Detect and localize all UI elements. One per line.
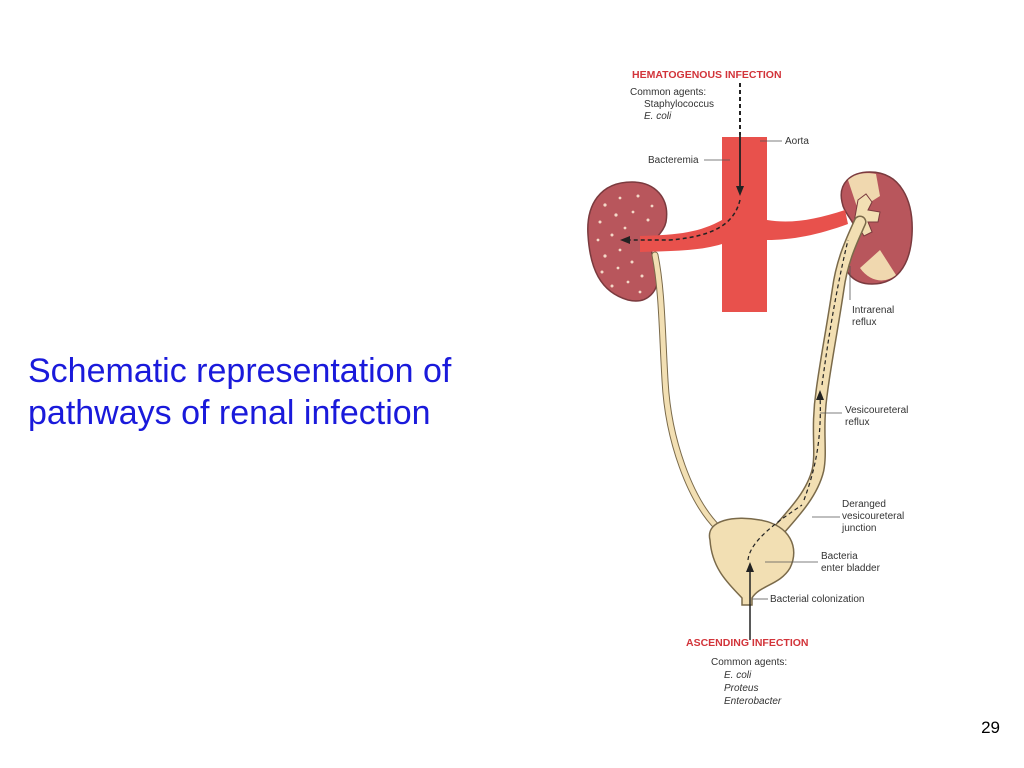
label-bacteria-enter-bladder-2: enter bladder — [821, 563, 881, 574]
ascending-agent-enterobacter: Enterobacter — [724, 696, 782, 707]
ascending-agent-proteus: Proteus — [724, 683, 758, 694]
slide-title: Schematic representation of pathways of … — [28, 350, 548, 434]
page-number: 29 — [981, 718, 1000, 737]
hematogenous-header: HEMATOGENOUS INFECTION — [632, 69, 782, 81]
label-deranged-junction-1: Deranged — [842, 499, 886, 510]
slide-title-line-1: Schematic representation of — [28, 352, 452, 390]
bladder — [708, 517, 795, 606]
hematogenous-agent-ecoli: E. coli — [644, 111, 672, 122]
label-bacteremia: Bacteremia — [648, 155, 699, 166]
label-aorta: Aorta — [785, 136, 809, 147]
label-bacterial-colonization: Bacterial colonization — [770, 594, 865, 605]
label-deranged-junction-2: vesicoureteral — [842, 511, 904, 522]
label-intrarenal-reflux-2: reflux — [852, 317, 876, 328]
label-intrarenal-reflux-1: Intrarenal — [852, 305, 894, 316]
ascending-agent-ecoli: E. coli — [724, 670, 752, 681]
right-kidney — [840, 171, 913, 285]
ascending-header: ASCENDING INFECTION — [686, 637, 809, 649]
hematogenous-agent-staphylococcus: Staphylococcus — [644, 99, 714, 110]
label-deranged-junction-3: junction — [841, 523, 876, 534]
label-bacteria-enter-bladder-1: Bacteria — [821, 551, 858, 562]
hematogenous-agents-label: Common agents: — [630, 87, 706, 98]
pathway-arrows — [620, 83, 849, 640]
aorta — [640, 137, 848, 312]
left-kidney-abscess-dots — [596, 194, 654, 294]
leader-lines — [704, 140, 851, 600]
label-vesicoureteral-reflux-1: Vesicoureteral — [845, 405, 908, 416]
label-vesicoureteral-reflux-2: reflux — [845, 417, 869, 428]
ascending-agents-label: Common agents: — [711, 657, 787, 668]
slide-title-line-2: pathways of renal infection — [28, 394, 431, 432]
